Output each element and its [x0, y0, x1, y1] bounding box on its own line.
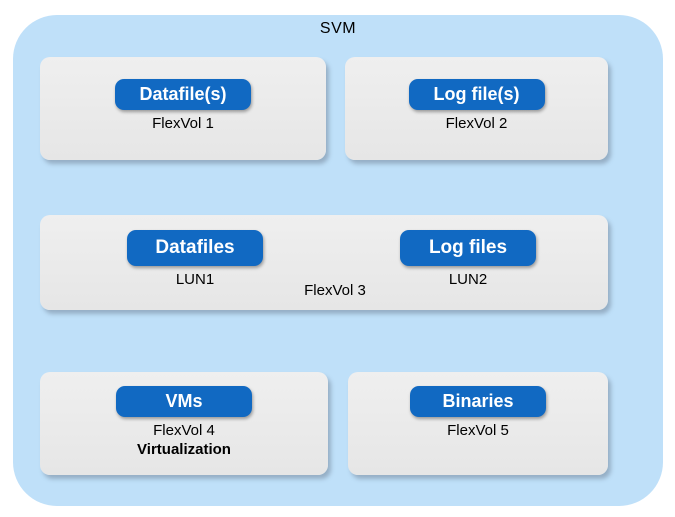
lun1-label: LUN1 — [175, 271, 215, 288]
flexvol3-label: FlexVol 3 — [304, 282, 366, 299]
lun1-group: Datafiles LUN1 — [127, 230, 263, 288]
flexvol5-label: FlexVol 5 — [447, 422, 509, 439]
flexvol2-label: FlexVol 2 — [445, 115, 508, 132]
flexvol4-label: FlexVol 4 — [153, 422, 215, 439]
logfiles-pill-row2: Log files — [400, 230, 536, 266]
virtualization-label: Virtualization — [137, 441, 231, 458]
flexvol1-label: FlexVol 1 — [152, 115, 214, 132]
lun2-group: Log files LUN2 — [400, 230, 536, 288]
svm-container: SVM Datafile(s) FlexVol 1 Log file(s) Fl… — [13, 15, 663, 506]
lun2-label: LUN2 — [448, 271, 488, 288]
flexvol3-box: Datafiles LUN1 FlexVol 3 Log files LUN2 — [40, 215, 608, 310]
flexvol5-box: Binaries FlexVol 5 — [348, 372, 608, 475]
datafiles-pill-row1: Datafile(s) — [115, 79, 251, 110]
svm-title: SVM — [319, 20, 357, 37]
flexvol1-box: Datafile(s) FlexVol 1 — [40, 57, 326, 160]
logfiles-pill-row1: Log file(s) — [408, 79, 545, 110]
binaries-pill: Binaries — [410, 386, 546, 417]
flexvol2-box: Log file(s) FlexVol 2 — [345, 57, 608, 160]
datafiles-pill-row2: Datafiles — [127, 230, 263, 266]
flexvol4-box: VMs FlexVol 4 Virtualization — [40, 372, 328, 475]
vms-pill: VMs — [116, 386, 252, 417]
